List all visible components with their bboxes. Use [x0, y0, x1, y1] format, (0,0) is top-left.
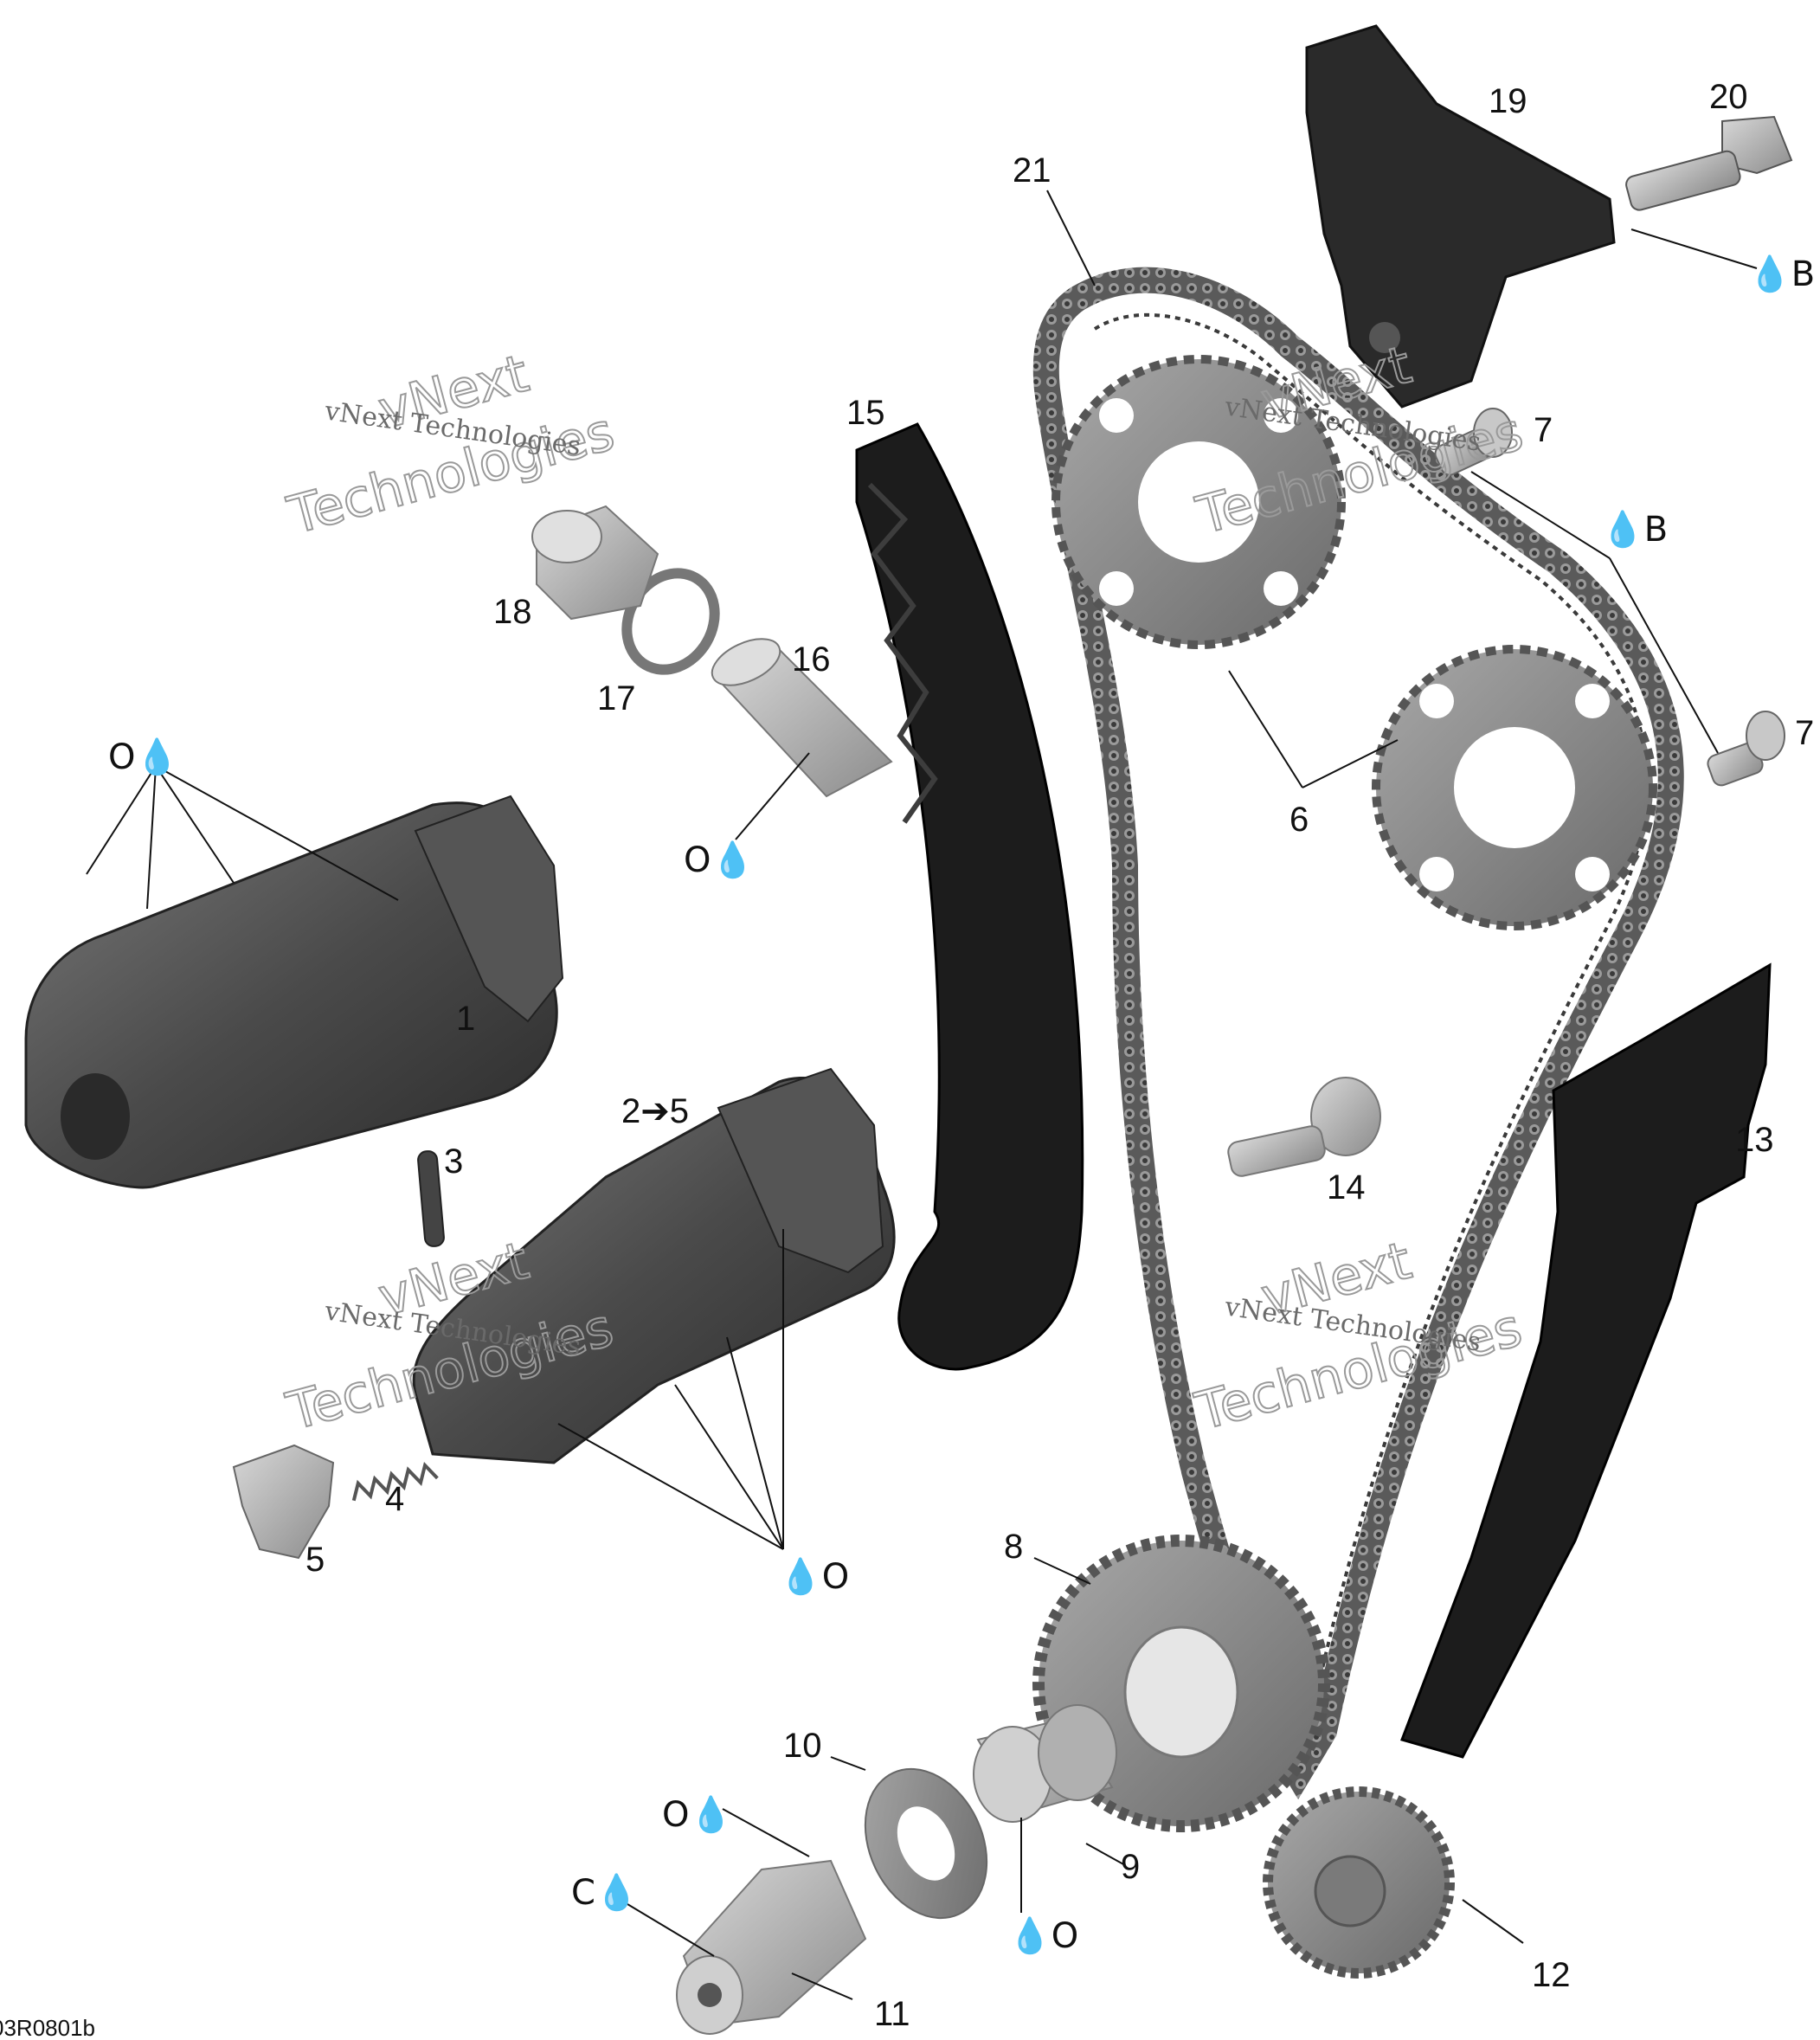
threadlocker-symbol-bolt-20: 💧B	[1748, 254, 1815, 294]
tensioner-chain-guide	[1400, 962, 1772, 1759]
oil-symbol-bushing: 💧O	[1008, 1915, 1078, 1956]
fixed-chain-guide	[855, 422, 1084, 1371]
tensioner-bolt	[1625, 115, 1793, 211]
oil-symbol-camshaft-2: 💧O	[779, 1556, 849, 1597]
dowel-pin	[417, 1150, 445, 1247]
timing-chain	[1032, 267, 1684, 1800]
callout-8: 8	[1004, 1528, 1023, 1566]
sprocket-bolt-lower	[1707, 711, 1785, 787]
oil-symbol-shaft: O💧	[662, 1794, 732, 1835]
callout-10: 10	[783, 1727, 822, 1765]
drive-gear	[1263, 1786, 1455, 1979]
callout-1: 1	[456, 1000, 475, 1038]
callout-14: 14	[1327, 1168, 1366, 1207]
guide-shaft	[711, 638, 893, 798]
callout-9: 9	[1121, 1848, 1140, 1886]
camshaft-sprocket-upper	[1051, 355, 1346, 649]
exhaust-camshaft	[412, 1067, 896, 1464]
idler-shaft	[676, 1859, 867, 2035]
callout-17: 17	[597, 679, 636, 718]
callout-2-to-5: 2➔5	[621, 1092, 689, 1130]
threadlocker-symbol-bolt-7: 💧B	[1601, 509, 1668, 550]
oil-symbol-camshaft: O💧	[108, 737, 178, 777]
reference-code: 03R0801b	[0, 2015, 95, 2040]
decompressor-spring	[351, 1462, 439, 1502]
callout-7-lower: 7	[1795, 714, 1814, 752]
callouts: 1 2➔5 3 4 5 6 7 7 8 9 10 11 12 13 14 15 …	[305, 78, 1814, 2033]
callout-19: 19	[1489, 82, 1527, 120]
camshaft-sprocket-lower	[1372, 645, 1657, 930]
guide-pin	[1227, 1077, 1381, 1177]
intake-camshaft	[24, 795, 564, 1189]
callout-18: 18	[493, 593, 532, 631]
sprocket-bolt-upper	[1434, 408, 1513, 476]
thrust-washer	[864, 1767, 988, 1920]
callout-20: 20	[1709, 78, 1748, 116]
chain-tensioner-guide	[1305, 24, 1616, 409]
callout-21: 21	[1013, 151, 1051, 190]
callout-13: 13	[1735, 1121, 1774, 1159]
callout-12: 12	[1532, 1956, 1571, 1994]
guide-bushing	[531, 505, 659, 621]
callout-4: 4	[385, 1480, 404, 1518]
callout-16: 16	[792, 640, 831, 679]
callout-5: 5	[305, 1541, 325, 1579]
decompressor-weight	[232, 1444, 335, 1560]
lubrication-symbols: O💧 O💧 💧O O💧 C💧 💧O 💧B 💧B	[108, 254, 1815, 1956]
callout-7-upper: 7	[1534, 411, 1553, 449]
grease-symbol-shaft: C💧	[571, 1872, 639, 1913]
callout-11: 11	[874, 1995, 910, 2033]
leader-lines	[86, 190, 1758, 2000]
bushing	[973, 1704, 1117, 1823]
callout-15: 15	[846, 394, 885, 432]
oil-symbol-pin: O💧	[684, 840, 754, 880]
callout-6: 6	[1289, 801, 1309, 839]
callout-3: 3	[444, 1142, 463, 1181]
